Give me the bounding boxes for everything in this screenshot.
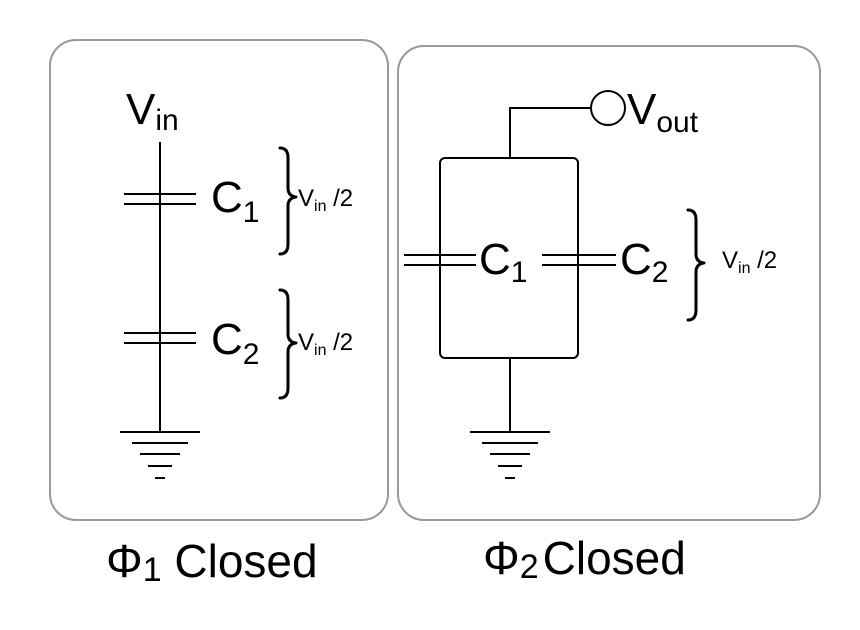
- parallel-voltage-brace: [686, 208, 706, 322]
- output-terminal: [590, 90, 626, 126]
- output-wire: [509, 107, 591, 158]
- phase1-frame: [49, 39, 389, 521]
- c2-capacitor: [124, 332, 196, 344]
- c2-parallel-label: C2: [620, 235, 668, 289]
- parallel-voltage-label: Vin /2: [722, 247, 777, 277]
- vin-label: Vin: [126, 85, 179, 137]
- ground-symbol-2: [470, 431, 550, 479]
- c2-voltage-label: Vin /2: [298, 329, 353, 359]
- phase2-frame: [397, 45, 821, 521]
- c2-label: C2: [211, 315, 259, 371]
- c1-voltage-label: Vin /2: [298, 185, 353, 215]
- c2-voltage-brace: [278, 288, 298, 400]
- phase2-panel: Vout C1 C2 Vin /2: [397, 45, 821, 521]
- c2-parallel-capacitor: [542, 254, 616, 266]
- phase1-caption: Φ1 Closed: [106, 535, 318, 589]
- c1-parallel-capacitor: [404, 254, 476, 266]
- c1-capacitor: [124, 193, 196, 205]
- c1-parallel-label: C1: [479, 235, 527, 289]
- c1-label: C1: [211, 173, 259, 229]
- ground-symbol: [120, 431, 200, 479]
- c1-voltage-brace: [278, 146, 298, 256]
- phase2-caption: Φ2Closed: [483, 532, 686, 586]
- vout-label: Vout: [627, 85, 699, 139]
- phase1-panel: Vin C1 Vin /2 C2 Vin /2: [49, 39, 389, 521]
